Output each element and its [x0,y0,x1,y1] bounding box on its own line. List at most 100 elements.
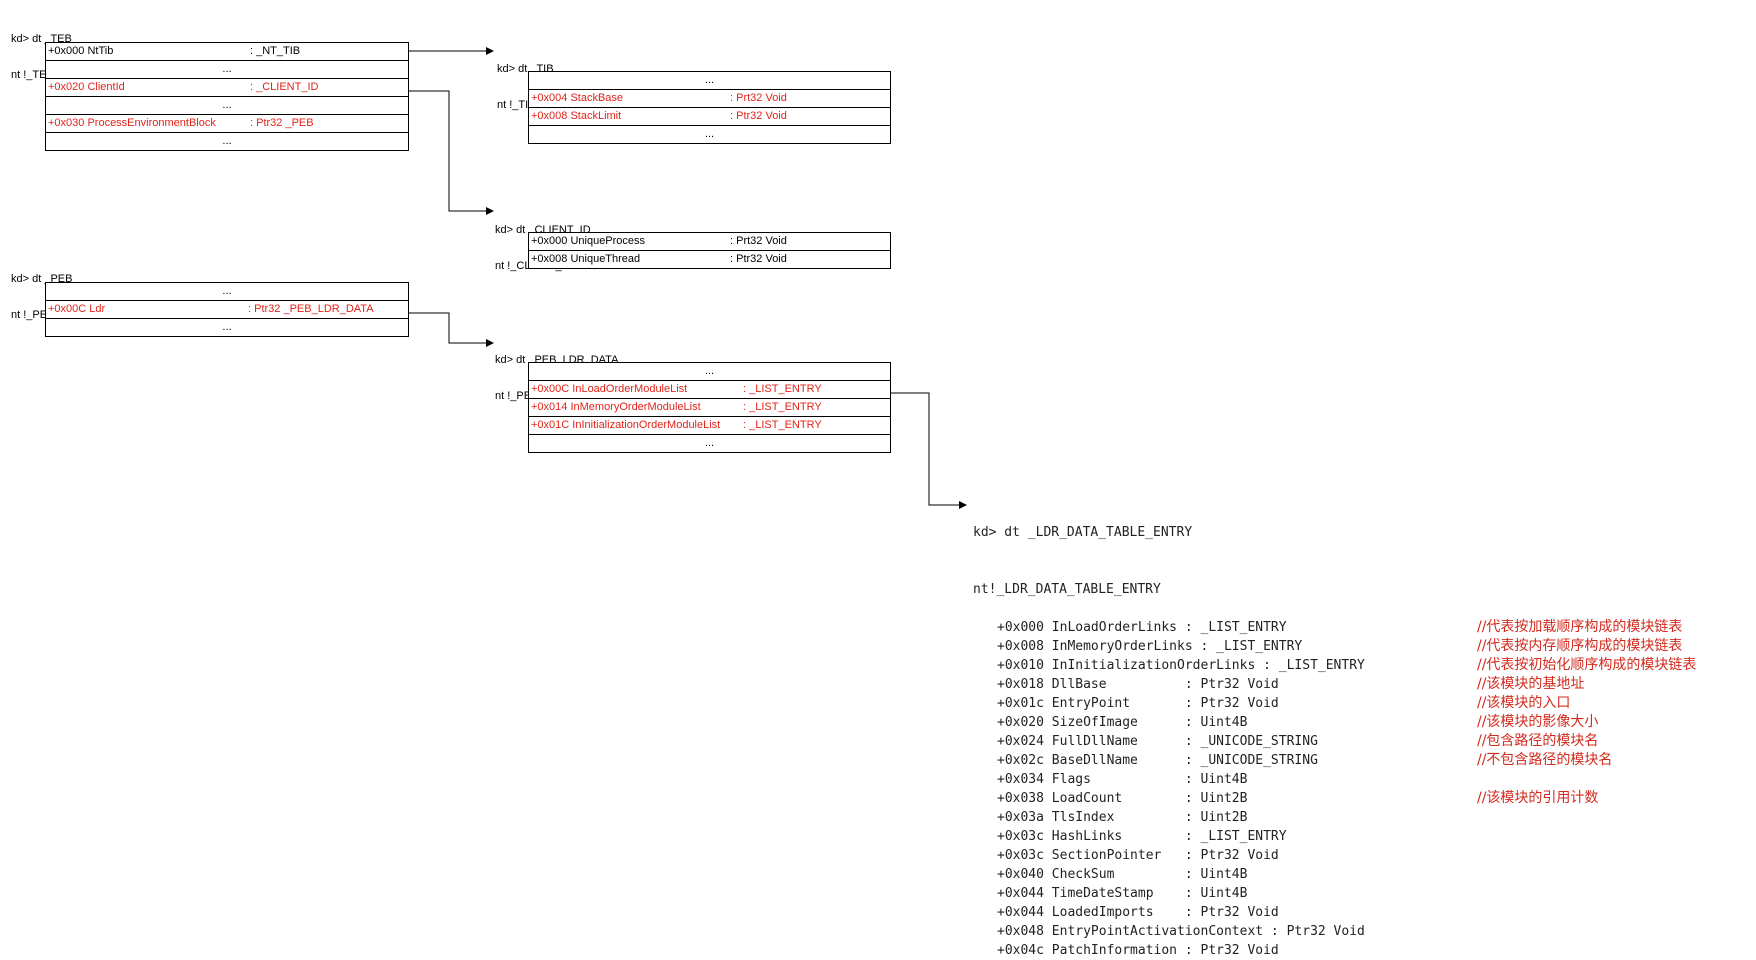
peb-ldr-data-row: +0x014 InMemoryOrderModuleList: _LIST_EN… [529,399,890,417]
arrow-ldr-to-peb-ldr-data [408,312,494,347]
ldr-entry-field: +0x03c HashLinks : _LIST_ENTRY [973,827,1365,846]
ldr-entry-field-text: +0x034 Flags : Uint4B [997,772,1248,787]
ldr-data-table-entry-listing: kd> dt _LDR_DATA_TABLE_ENTRY nt!_LDR_DAT… [973,485,1696,960]
peb-ldr-data-row: ... [529,435,890,453]
ldr-entry-field: +0x04c PatchInformation : Ptr32 Void [973,941,1365,960]
peb-ldr-data-field-name: +0x01C InInitializationOrderModuleList [531,419,721,431]
ldr-entry-field-comment: //代表按加载顺序构成的模块链表 [1477,619,1683,635]
ldr-entry-field-text: +0x024 FullDllName : _UNICODE_STRING [997,734,1318,749]
ldr-entry-field-comment: //不包含路径的模块名 [1477,752,1613,768]
ldr-entry-field-text: +0x040 CheckSum : Uint4B [997,867,1248,882]
ldr-entry-field-text: +0x044 LoadedImports : Ptr32 Void [997,905,1279,920]
tib-table: ... +0x004 StackBase : Prt32 Void +0x008 St… [528,71,891,144]
teb-row: ... [46,133,408,151]
arrow-inloadorder-to-ldr-entry [890,392,967,509]
ldr-entry-field-text: +0x044 TimeDateStamp : Uint4B [997,886,1248,901]
ldr-entry-field-text: +0x008 InMemoryOrderLinks : _LIST_ENTRY [997,639,1303,654]
ldr-entry-field: +0x03c SectionPointer : Ptr32 Void [973,846,1365,865]
peb-ldr-data-table: ...+0x00C InLoadOrderModuleList: _LIST_E… [528,362,891,453]
peb-row: ... [46,319,408,337]
ldr-entry-field: +0x02c BaseDllName : _UNICODE_STRING //不包… [973,751,1612,770]
tib-field-type: : Ptr32 Void [730,110,787,122]
peb-row: +0x00C Ldr : Ptr32 _PEB_LDR_DATA [46,301,408,319]
tib-row: +0x004 StackBase : Prt32 Void [529,90,890,108]
ldr-entry-field: +0x034 Flags : Uint4B [973,770,1365,789]
peb-row: ... [46,283,408,301]
ldr-entry-field: +0x018 DllBase : Ptr32 Void //该模块的基地址 [973,675,1584,694]
client-id-field-type: : Prt32 Void [730,235,787,247]
ldr-entry-field-comment: //该模块的基地址 [1477,676,1585,692]
ldr-entry-field: +0x010 InInitializationOrderLinks : _LIS… [973,656,1696,675]
tib-row: +0x008 StackLimit : Ptr32 Void [529,108,890,126]
ldr-entry-field: +0x03a TlsIndex : Uint2B [973,808,1365,827]
peb-ellipsis: ... [222,321,232,333]
peb-ldr-data-ellipsis: ... [704,365,715,377]
teb-field-name: +0x030 ProcessEnvironmentBlock [48,117,216,129]
teb-field-name: +0x000 NtTib [48,45,114,57]
ldr-entry-field: +0x024 FullDllName : _UNICODE_STRING//包含… [973,732,1598,751]
ldr-entry-field-text: +0x038 LoadCount : Uint2B [997,791,1248,806]
ldr-entry-field-text: +0x02c BaseDllName : _UNICODE_STRING [997,753,1318,768]
tib-ellipsis: ... [704,128,715,140]
ldr-entry-field: +0x008 InMemoryOrderLinks : _LIST_ENTRY /… [973,637,1682,656]
tib-row: ... [529,72,890,90]
ldr-entry-field: +0x038 LoadCount : Uint2B //该模块的引用计数 [973,789,1598,808]
peb-ldr-data-row: +0x01C InInitializationOrderModuleList : … [529,417,890,435]
peb-ldr-data-field-type: : _LIST_ENTRY [743,401,822,413]
teb-field-type: : Ptr32 _PEB [250,117,314,129]
client-id-table: +0x000 UniqueProcess : Prt32 Void +0x008 U… [528,232,891,269]
ldr-entry-field: +0x020 SizeOfImage : Uint4B//该模块的影像大小 [973,713,1598,732]
ldr-entry-field-comment: //代表按内存顺序构成的模块链表 [1477,638,1683,654]
client-id-row: +0x008 UniqueThread: Ptr32 Void [529,251,890,269]
ldr-entry-field-text: +0x010 InInitializationOrderLinks : _LIS… [997,658,1365,673]
teb-table: +0x000 NtTib : _NT_TIB... +0x020 ClientId:… [45,42,409,151]
arrow-clientid-to-client-id [408,90,494,215]
ldr-entry-field-text: +0x01c EntryPoint : Ptr32 Void [997,696,1279,711]
connector-arrows [408,47,967,509]
tib-ellipsis: ... [704,74,715,86]
ldr-entry-field-text: +0x048 EntryPointActivationContext : Ptr… [997,924,1365,939]
peb-ldr-data-field-type: : _LIST_ENTRY [743,419,822,431]
ldr-entry-field: +0x048 EntryPointActivationContext : Ptr… [973,922,1365,941]
teb-row: +0x030 ProcessEnvironmentBlock : Ptr32 _P… [46,115,408,133]
peb-field-type: : Ptr32 _PEB_LDR_DATA [248,303,374,315]
peb-ldr-data-row: +0x00C InLoadOrderModuleList: _LIST_ENTR… [529,381,890,399]
teb-ellipsis: ... [222,63,232,75]
ldr-entry-field-comment: //该模块的入口 [1477,695,1571,711]
teb-ellipsis: ... [222,135,232,147]
ldr-entry-field-comment: //该模块的引用计数 [1477,790,1599,806]
peb-ldr-data-ellipsis: ... [704,437,715,449]
ldr-entry-field-text: +0x018 DllBase : Ptr32 Void [997,677,1279,692]
tib-field-name: +0x004 StackBase [531,92,624,104]
peb-ldr-data-field-name: +0x00C InLoadOrderModuleList [531,383,688,395]
client-id-field-name: +0x000 UniqueProcess [531,235,646,247]
teb-field-type: : _NT_TIB [250,45,301,57]
tib-row: ... [529,126,890,144]
ldr-entry-field-text: +0x000 InLoadOrderLinks : _LIST_ENTRY [997,620,1287,635]
tib-field-name: +0x008 StackLimit [531,110,622,122]
ldr-entry-command: kd> dt _LDR_DATA_TABLE_ENTRY [973,525,1193,540]
client-id-field-name: +0x008 UniqueThread [531,253,641,265]
ldr-entry-field: +0x000 InLoadOrderLinks : _LIST_ENTRY //代… [973,618,1682,637]
peb-ellipsis: ... [222,285,232,297]
ldr-entry-field-text: +0x04c PatchInformation : Ptr32 Void [997,943,1279,958]
peb-table: ... +0x00C Ldr : Ptr32 _PEB_LDR_DATA... [45,282,409,337]
teb-row: ... [46,97,408,115]
teb-command: kd> dt _TEB [11,33,72,45]
ldr-entry-field: +0x01c EntryPoint : Ptr32 Void //该模块的入口 [973,694,1570,713]
ldr-entry-field: +0x040 CheckSum : Uint4B [973,865,1365,884]
ldr-entry-field: +0x044 LoadedImports : Ptr32 Void [973,903,1365,922]
ldr-entry-field-comment: //该模块的影像大小 [1477,714,1599,730]
ldr-entry-field: +0x044 TimeDateStamp : Uint4B [973,884,1365,903]
tib-field-type: : Prt32 Void [730,92,787,104]
teb-row: +0x020 ClientId : _CLIENT_ID [46,79,408,97]
peb-field-name: +0x00C Ldr [48,303,106,315]
teb-row: ... [46,61,408,79]
teb-field-type: : _CLIENT_ID [250,81,319,93]
ldr-entry-field-comment: //代表按初始化顺序构成的模块链表 [1477,657,1697,673]
teb-field-name: +0x020 ClientId [48,81,125,93]
teb-ellipsis: ... [222,99,232,111]
teb-row: +0x000 NtTib : _NT_TIB [46,43,408,61]
ldr-entry-type: nt!_LDR_DATA_TABLE_ENTRY [973,582,1161,597]
client-id-row: +0x000 UniqueProcess : Prt32 Void [529,233,890,251]
